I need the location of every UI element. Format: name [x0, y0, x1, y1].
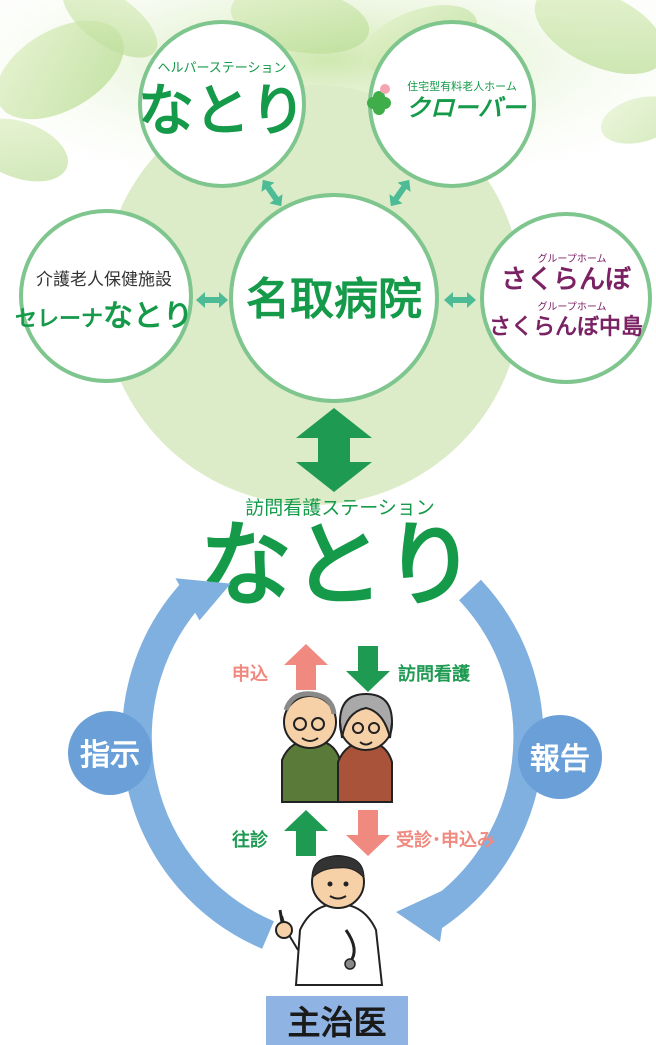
serena-name-line: セレーナなとり: [15, 299, 193, 334]
node-sakuranbo: グループホーム さくらんぼ グループホーム さくらんぼ中島: [480, 212, 652, 384]
report-badge: 報告: [518, 715, 602, 799]
doctor-illustration: [275, 855, 384, 986]
sakuranbo-sub1: グループホーム: [537, 252, 606, 265]
report-label: 報告: [530, 742, 590, 777]
clover-subtitle: 住宅型有料老人ホーム: [407, 79, 517, 93]
apply-label: 申込: [232, 663, 268, 685]
hospital-station-arrow: [296, 408, 372, 492]
clover-name: クローバー: [406, 94, 527, 122]
helper-subtitle: ヘルパーステーション: [157, 61, 286, 76]
clover-icon: [367, 84, 391, 115]
instruction-badge: 指示: [68, 711, 152, 795]
house-call-label: 往診: [232, 829, 269, 851]
node-serena: 介護老人保健施設 セレーナなとり: [15, 209, 193, 383]
consult-apply-down-arrow: [346, 810, 390, 856]
sakuranbo-sub2: グループホーム: [537, 300, 606, 313]
node-helper-station: ヘルパーステーション なとり: [138, 20, 306, 188]
apply-up-arrow: [284, 644, 328, 690]
link-arrows: [196, 179, 476, 308]
helper-name: なとり: [138, 79, 306, 144]
node-clover: 住宅型有料老人ホーム クローバー: [367, 20, 536, 188]
station-name: なとり: [200, 512, 476, 619]
sakuranbo-name1: さくらんぼ: [501, 265, 632, 295]
hospital-name: 名取病院: [246, 274, 422, 325]
serena-name: なとり: [103, 299, 193, 334]
station-subtitle: 訪問看護ステーション: [245, 497, 435, 519]
sakuranbo-name2: さくらんぼ中島: [489, 314, 643, 340]
elderly-couple-illustration: [281, 691, 394, 803]
serena-name-prefix: セレーナ: [15, 307, 103, 332]
house-call-up-arrow: [284, 810, 328, 856]
consult-apply-label: 受診･申込み: [396, 829, 495, 851]
visit-nursing-label: 訪問看護: [398, 663, 471, 685]
doctor-label-box: [266, 996, 408, 1045]
serena-title: 介護老人保健施設: [36, 270, 172, 290]
node-hospital: 名取病院: [229, 193, 439, 403]
visit-nursing-down-arrow: [346, 646, 390, 692]
instruction-label: 指示: [80, 738, 140, 773]
doctor-label: 主治医: [288, 1003, 387, 1042]
